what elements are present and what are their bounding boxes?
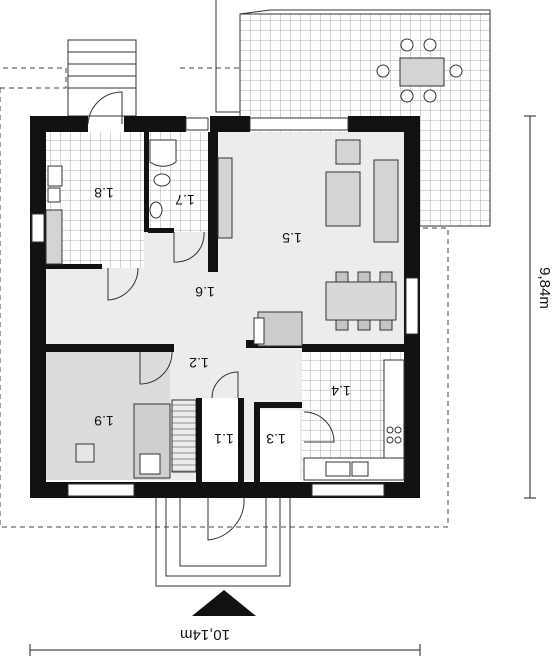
room-label-1-6: 1.6 [195,284,215,300]
terrace-table [399,57,445,87]
room-label-1-3: 1.3 [266,431,286,447]
entrance-arrow [192,590,256,616]
room-label-1-7: 1.7 [175,192,195,208]
stairs [171,399,197,473]
room-label-1-1: 1.1 [214,431,234,447]
front-entrance [155,498,291,587]
dimension-lines [29,115,536,656]
dimension-depth-label: 9,84m [536,267,553,309]
doors [87,91,335,541]
room-label-1-4: 1.4 [331,383,351,399]
room-label-1-9: 1.9 [94,413,114,429]
living-furniture [217,139,399,347]
windows [31,117,419,497]
office-furniture [75,403,171,479]
floor-utility-1-3 [260,410,300,480]
room-label-1-2: 1.2 [189,355,209,371]
room-label-1-5: 1.5 [282,230,302,246]
terrace-chairs [376,38,463,103]
dimension-width-label: 10,14m [180,626,230,643]
kitchen-counters [303,359,405,481]
floor-vestibule [196,398,244,480]
bathroom-fixtures [45,139,177,265]
roof-overhang-outline [0,67,449,528]
room-label-1-8: 1.8 [94,185,114,201]
back-steps [67,39,137,117]
